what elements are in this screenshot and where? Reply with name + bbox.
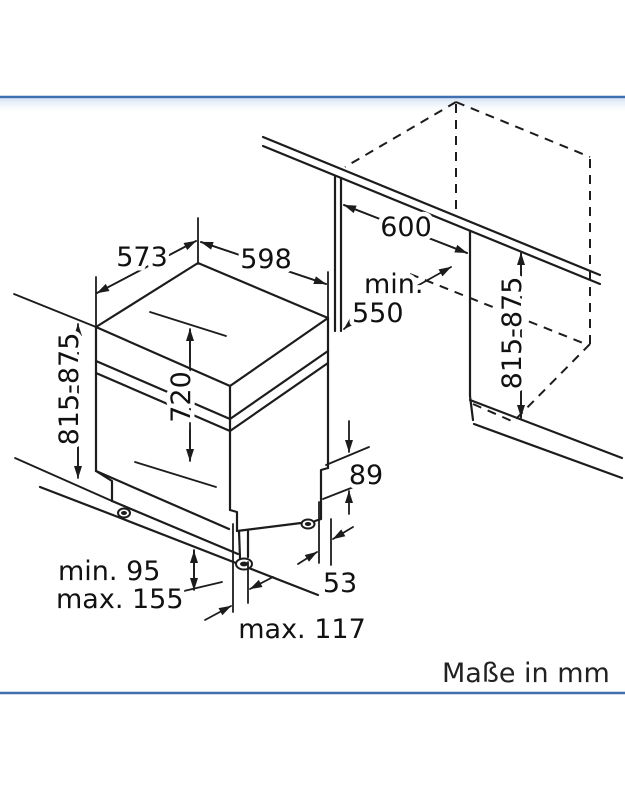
dim-label-min: min. <box>364 269 424 300</box>
dim-front-width: 598 <box>200 240 327 285</box>
dim-label-height-right: 815-875 <box>497 277 528 390</box>
floor-line <box>38 485 320 597</box>
dim-body-height: 720 <box>134 311 227 488</box>
adjustable-foot-front <box>235 557 253 571</box>
top-rule <box>0 95 625 115</box>
dim-label-max117: max. 117 <box>238 614 366 645</box>
dim-label-550: 550 <box>352 298 404 329</box>
dishwasher <box>94 261 330 571</box>
adjacent-cabinet <box>468 229 624 480</box>
dishwasher-top-face <box>94 261 330 388</box>
dim-label-height-left: 815-875 <box>54 333 85 446</box>
dim-front-offset: max. 117 <box>204 523 370 650</box>
dim-total-height-left: 815-875 <box>13 293 113 502</box>
niche-dashed-outline <box>344 101 591 423</box>
dim-label-600: 600 <box>380 212 432 243</box>
dim-label-min95: min. 95 <box>58 556 160 587</box>
dim-plinth-height: min. 95 max. 155 <box>52 549 223 620</box>
units-caption: Maße in mm <box>442 658 610 689</box>
dim-side-offset: 53 <box>297 501 362 604</box>
dim-label-598: 598 <box>240 244 292 275</box>
dim-label-89: 89 <box>349 460 383 491</box>
dim-label-573: 573 <box>116 242 168 273</box>
worktop <box>261 135 602 286</box>
dim-top-ticks <box>95 217 329 328</box>
adjustable-foot-right <box>300 518 316 530</box>
dim-label-max155: max. 155 <box>56 584 184 615</box>
dim-top-depth: 573 <box>96 238 197 294</box>
dim-niche-depth: min. 550 <box>343 265 452 334</box>
dim-niche-width: 600 <box>343 204 468 254</box>
dim-label-53: 53 <box>323 568 357 599</box>
niche-side-wall <box>333 174 343 333</box>
dim-label-720: 720 <box>166 371 197 423</box>
dim-total-height-right: 815-875 <box>493 252 533 419</box>
adjustable-foot-left <box>117 507 131 519</box>
dim-base-clearance: 89 <box>322 420 388 515</box>
